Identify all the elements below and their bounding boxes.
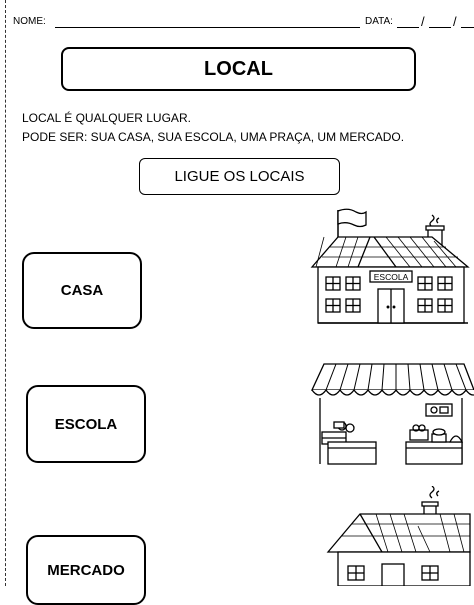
date-label: DATA: — [365, 16, 393, 27]
name-field[interactable] — [55, 27, 360, 28]
intro-line-2: PODE SER: SUA CASA, SUA ESCOLA, UMA PRAÇ… — [22, 130, 405, 144]
instruction-box: LIGUE OS LOCAIS — [139, 158, 340, 195]
date-day-field[interactable] — [397, 27, 419, 28]
market-stall-icon[interactable] — [308, 358, 474, 470]
date-separator: / — [421, 14, 425, 29]
school-building-icon[interactable]: ESCOLA — [300, 205, 474, 327]
page-title: LOCAL — [61, 47, 416, 91]
date-separator: / — [453, 14, 457, 29]
word-card-escola[interactable]: ESCOLA — [26, 385, 146, 463]
school-sign: ESCOLA — [374, 272, 409, 282]
word-card-mercado[interactable]: MERCADO — [26, 535, 146, 605]
header-fields: NOME: DATA: / / — [13, 14, 474, 30]
word-card-casa[interactable]: CASA — [22, 252, 142, 329]
intro-line-1: LOCAL É QUALQUER LUGAR. — [22, 111, 191, 125]
house-icon[interactable] — [320, 486, 474, 586]
date-year-field[interactable] — [461, 27, 474, 28]
cut-line — [5, 0, 6, 586]
date-month-field[interactable] — [429, 27, 451, 28]
name-label: NOME: — [13, 16, 46, 27]
